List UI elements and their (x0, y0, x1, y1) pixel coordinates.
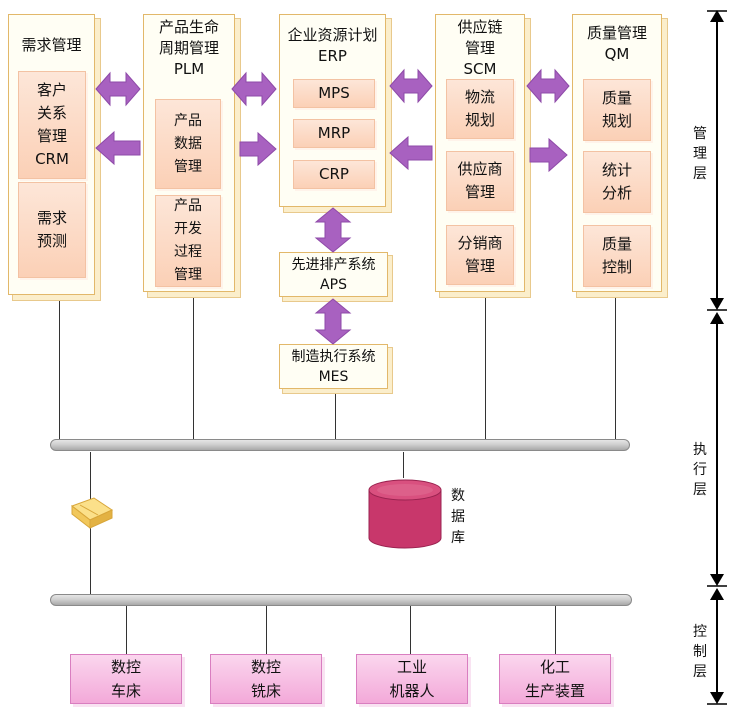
scm-to-erp-arrow (389, 135, 433, 171)
quality-control-item[interactable]: 质量 控制 (583, 225, 651, 287)
gateway-icon (70, 497, 114, 530)
database-icon (368, 479, 442, 549)
distributor-management-item[interactable]: 分销商 管理 (446, 225, 514, 285)
cnc-lathe[interactable]: 数控 车床 (70, 654, 182, 704)
qm-connector (615, 296, 616, 440)
aps-label: 先进排产系统 APS (291, 257, 376, 293)
scm-connector (485, 296, 486, 440)
control-layer-label: 控制层 (693, 624, 707, 680)
layer-arrows (707, 10, 727, 705)
supplier-management-item[interactable]: 供应商 管理 (446, 151, 514, 211)
control-bus (50, 594, 632, 606)
aps-box[interactable]: 先进排产系统 APS (279, 252, 388, 297)
scm-title: 供应链 管理 SCM (457, 18, 503, 78)
pdm-item[interactable]: 产品 数据 管理 (155, 99, 221, 189)
plm-title: 产品生命 周期管理 PLM (158, 18, 219, 78)
chemical-plant-unit[interactable]: 化工 生产装置 (499, 654, 611, 704)
statistical-analysis-item[interactable]: 统计 分析 (583, 151, 651, 213)
industrial-robot[interactable]: 工业 机器人 (356, 654, 468, 704)
erp-module[interactable]: 企业资源计划 ERP MPS MRP CRP (279, 14, 386, 207)
device-connector-1 (126, 606, 127, 654)
product-development-item[interactable]: 产品 开发 过程 管理 (155, 195, 221, 287)
execution-layer-label: 执行层 (693, 442, 707, 498)
crm-connector (59, 300, 60, 440)
scm-module[interactable]: 供应链 管理 SCM 物流 规划 供应商 管理 分销商 管理 (435, 14, 525, 292)
quality-planning-item[interactable]: 质量 规划 (583, 79, 651, 141)
crm-item[interactable]: 客户 关系 管理 CRM (18, 71, 86, 179)
scm-to-qm-arrow (529, 137, 568, 173)
mes-box[interactable]: 制造执行系统 MES (279, 344, 388, 389)
cnc-milling-machine[interactable]: 数控 铣床 (210, 654, 322, 704)
mes-connector (335, 390, 336, 440)
erp-scm-double-arrow (389, 68, 433, 104)
demand-forecast-item[interactable]: 需求 预测 (18, 182, 86, 278)
crm-plm-double-arrow (95, 71, 141, 107)
crp-item[interactable]: CRP (293, 160, 375, 189)
crm-title: 需求管理 (21, 36, 82, 54)
scm-qm-double-arrow (526, 68, 570, 104)
aps-mes-double-arrow (314, 298, 352, 345)
plm-to-erp-arrow (239, 131, 277, 167)
device-connector-4 (555, 606, 556, 654)
db-connector (403, 452, 404, 478)
device-connector-3 (410, 606, 411, 654)
management-layer-label: 管理层 (693, 126, 707, 182)
plm-erp-double-arrow (231, 71, 277, 107)
mrp-item[interactable]: MRP (293, 119, 375, 148)
erp-title: 企业资源计划 ERP (287, 26, 378, 65)
erp-aps-double-arrow (314, 207, 352, 253)
device-connector-2 (266, 606, 267, 654)
execution-bus (50, 439, 630, 451)
mes-label: 制造执行系统 MES (291, 349, 376, 385)
qm-module[interactable]: 质量管理 QM 质量 规划 统计 分析 质量 控制 (572, 14, 662, 292)
logistics-planning-item[interactable]: 物流 规划 (446, 79, 514, 139)
qm-title: 质量管理 QM (586, 24, 647, 63)
crm-module[interactable]: 需求管理 客户 关系 管理 CRM 需求 预测 (8, 14, 95, 295)
plm-to-crm-arrow (95, 130, 141, 166)
mps-item[interactable]: MPS (293, 79, 375, 108)
plm-connector (193, 296, 194, 440)
database-label: 数据库 (451, 488, 465, 546)
plm-module[interactable]: 产品生命 周期管理 PLM 产品 数据 管理 产品 开发 过程 管理 (143, 14, 235, 292)
